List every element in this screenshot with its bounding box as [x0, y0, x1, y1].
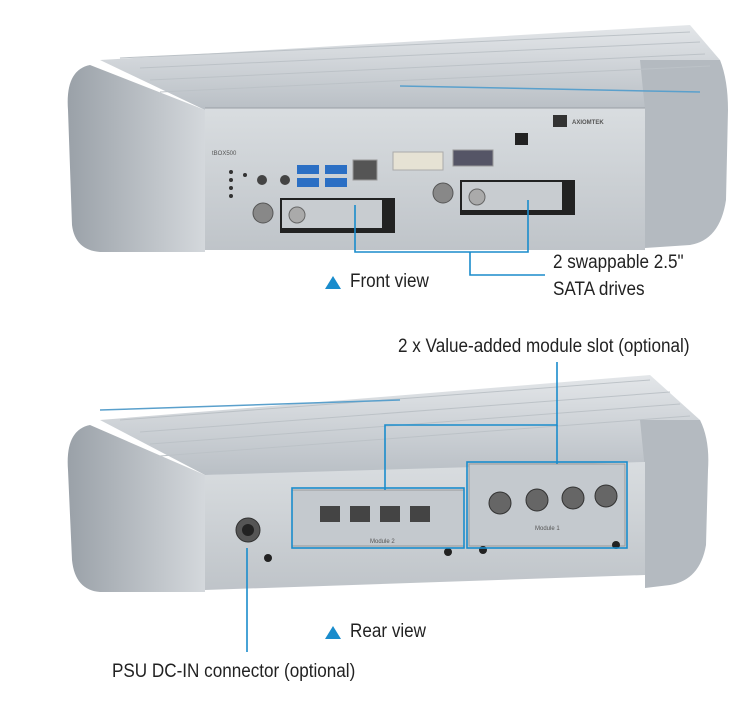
- front-device-image: tBOX500 AXIOMTEK: [67, 25, 728, 252]
- callout-lines: [246, 200, 628, 652]
- brand-logo-text: AXIOMTEK: [572, 120, 604, 126]
- module-2-label: Module 2: [370, 539, 395, 545]
- rear-view-caption: Rear view: [350, 621, 427, 642]
- module-1-label: Module 1: [535, 526, 560, 532]
- rear-view-triangle-icon: [325, 626, 341, 639]
- module-slot-callout: 2 x Value-added module slot (optional): [398, 336, 690, 357]
- front-model-label: tBOX500: [212, 151, 237, 157]
- sata-callout-line2: SATA drives: [553, 279, 645, 300]
- front-view-triangle-icon: [325, 276, 341, 289]
- front-view-caption: Front view: [350, 271, 429, 292]
- rear-device-image: Module 2 Module 1: [67, 375, 709, 592]
- sata-callout-line1: 2 swappable 2.5": [553, 252, 684, 273]
- psu-callout: PSU DC-IN connector (optional): [112, 661, 356, 682]
